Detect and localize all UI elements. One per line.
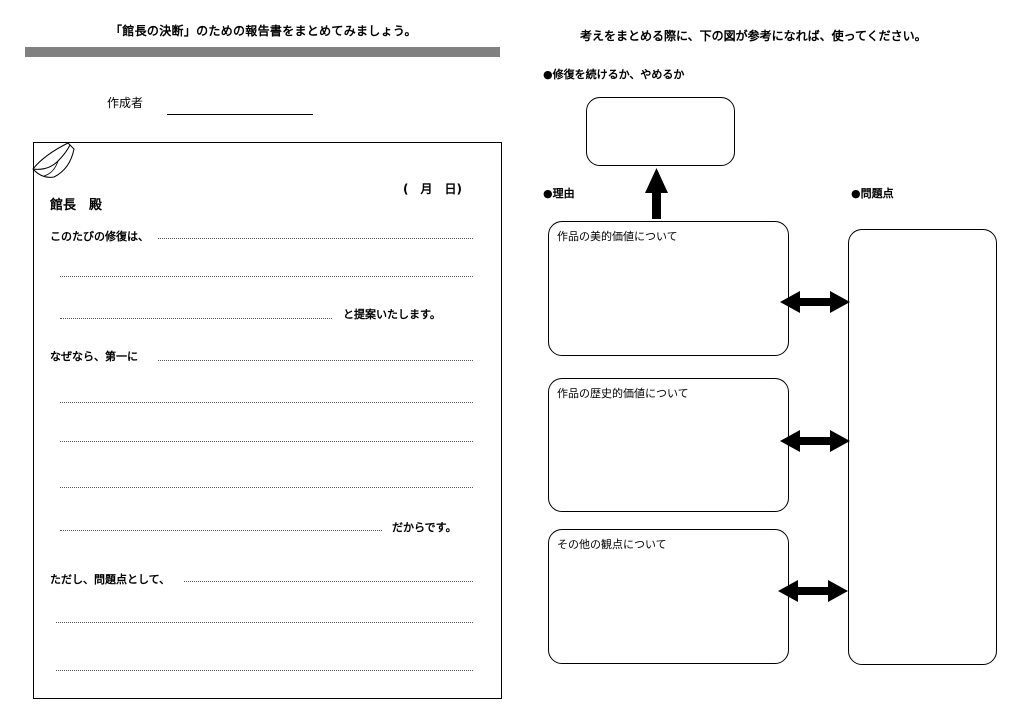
report-document: [33, 142, 502, 699]
other-viewpoint-label: その他の観点について: [557, 538, 667, 551]
writing-line[interactable]: [60, 487, 473, 488]
writing-line[interactable]: [158, 360, 473, 361]
writing-line[interactable]: [60, 276, 473, 277]
page-curl-icon: [32, 142, 75, 178]
double-arrow-icon: [780, 430, 850, 452]
writing-line[interactable]: [60, 402, 473, 403]
author-input-line[interactable]: [167, 114, 313, 115]
reason-heading: ●理由: [543, 187, 575, 200]
restoration-label: このたびの修復は、: [50, 230, 149, 243]
title-divider-bar: [25, 47, 500, 57]
diagram-instruction: 考えをまとめる際に、下の図が参考になれば、使ってください。: [580, 29, 927, 43]
decision-box[interactable]: [586, 97, 735, 166]
worksheet-title: 「館長の決断」のための報告書をまとめてみましょう。: [110, 24, 417, 38]
reason-suffix: だからです。: [392, 521, 457, 534]
writing-line[interactable]: [60, 441, 473, 442]
up-arrow-icon: [645, 168, 668, 219]
reason-label: なぜなら、第一に: [50, 350, 138, 363]
problem-heading: ●問題点: [851, 187, 894, 200]
proposal-suffix: と提案いたします。: [343, 308, 441, 321]
writing-line[interactable]: [184, 581, 473, 582]
historical-value-box[interactable]: 作品の歴史的価値について: [548, 378, 789, 512]
date-field: ( 月 日): [403, 182, 462, 196]
addressee: 館長 殿: [50, 198, 103, 213]
author-label: 作成者: [107, 96, 144, 110]
other-viewpoint-box[interactable]: その他の観点について: [548, 529, 789, 664]
double-arrow-icon: [780, 291, 850, 313]
aesthetic-value-label: 作品の美的価値について: [557, 230, 678, 243]
decision-heading: ●修復を続けるか、やめるか: [543, 68, 685, 81]
writing-line[interactable]: [60, 318, 332, 319]
problem-box[interactable]: [848, 229, 997, 665]
problem-label: ただし、問題点として、: [50, 573, 171, 586]
writing-line[interactable]: [56, 622, 473, 623]
writing-line[interactable]: [158, 238, 473, 239]
double-arrow-icon: [778, 580, 848, 602]
historical-value-label: 作品の歴史的価値について: [557, 387, 689, 400]
writing-line[interactable]: [60, 530, 382, 531]
aesthetic-value-box[interactable]: 作品の美的価値について: [548, 221, 789, 356]
writing-line[interactable]: [56, 670, 473, 671]
